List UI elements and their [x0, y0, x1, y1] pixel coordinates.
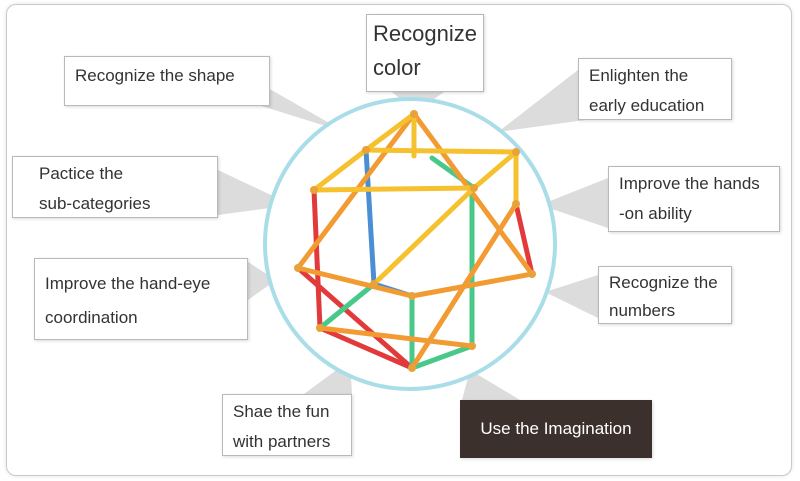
stick-red — [311, 187, 323, 331]
joint — [316, 324, 324, 332]
stick-yellow — [363, 111, 417, 153]
label-practice: Pactice the sub-categories — [12, 156, 218, 218]
ray-imagination — [462, 370, 520, 400]
joint — [310, 186, 318, 194]
joint — [528, 270, 536, 278]
joint — [512, 200, 520, 208]
joint — [512, 148, 520, 156]
joint — [362, 146, 370, 154]
joint — [294, 264, 302, 272]
joint — [470, 184, 478, 192]
label-hands-on: Improve the hands -on ability — [608, 166, 780, 232]
diagram-frame — [6, 4, 792, 476]
joint — [468, 342, 476, 350]
joint — [410, 110, 418, 118]
stick-yellow — [371, 185, 477, 287]
label-imagination-text: Use the Imagination — [480, 419, 632, 438]
label-numbers: Recognize the numbers — [598, 266, 732, 324]
stick-joints — [294, 110, 536, 372]
stick-green — [409, 343, 475, 371]
stick-yellow — [311, 147, 369, 193]
stick-orange — [411, 111, 535, 277]
stick-red — [317, 325, 415, 371]
ray-hands-on — [540, 178, 608, 228]
stick-orange — [295, 265, 415, 299]
label-enlighten: Enlighten the early education — [578, 58, 732, 120]
ray-enlighten — [498, 70, 585, 132]
ray-hand-eye — [248, 262, 276, 300]
stick-orange — [317, 325, 475, 349]
product-illustration — [262, 96, 558, 392]
ray-numbers — [545, 275, 598, 318]
stick-green — [317, 281, 377, 331]
label-share: Shae the fun with partners — [222, 394, 352, 456]
stick-orange — [409, 271, 535, 299]
stick-yellow — [363, 147, 519, 155]
joint — [408, 364, 416, 372]
stick-orange — [409, 201, 519, 371]
label-imagination: Use the Imagination — [460, 400, 652, 458]
stick-structure — [295, 111, 535, 371]
label-hand-eye: Improve the hand-eye coordination — [34, 258, 248, 340]
joint — [370, 280, 378, 288]
stick-yellow — [311, 185, 477, 193]
joint — [408, 292, 416, 300]
stick-yellow — [471, 149, 519, 191]
label-recognize-shape: Recognize the shape — [64, 56, 270, 106]
stick-red — [513, 201, 535, 277]
stick-red — [295, 265, 415, 371]
label-recognize-color: Recognize color — [366, 14, 484, 92]
